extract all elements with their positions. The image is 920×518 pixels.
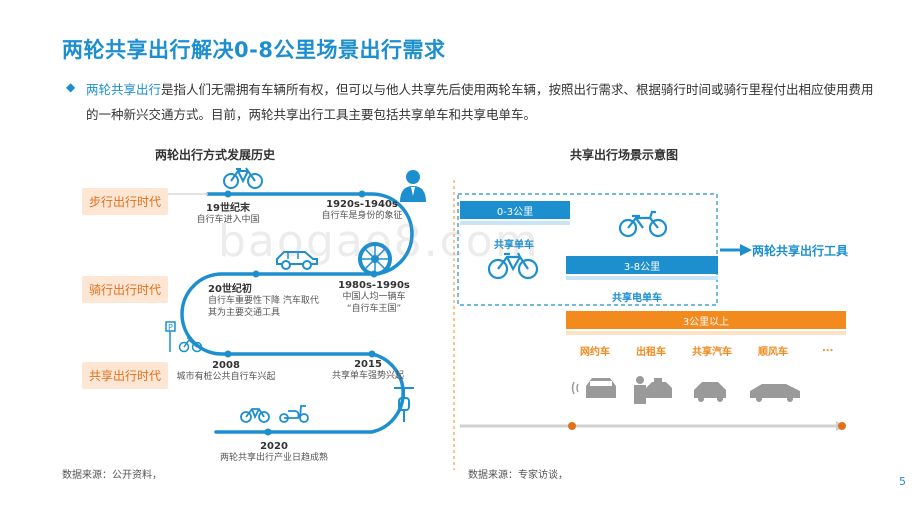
arrow-right-icon <box>720 244 752 256</box>
mode-car-sharing: 共享汽车 <box>692 347 732 358</box>
mode-taxi: 出租车 <box>636 347 666 358</box>
intro-paragraph: 两轮共享出行是指人们无需拥有车辆所有权，但可以与他人共享先后使用两轮车辆，按照出… <box>86 77 876 127</box>
milestone-dot <box>252 270 260 278</box>
businessman-icon <box>400 170 426 202</box>
mode-carpool: 顺风车 <box>758 347 788 358</box>
shared-bike-label: 共享单车 <box>494 240 534 251</box>
bicycle-icon <box>223 167 263 189</box>
shared-bike-icon <box>487 252 539 280</box>
range-bar-0-3km: 0-3公里 <box>460 201 570 219</box>
car-modes-icons <box>571 376 800 404</box>
milestone-dot <box>264 428 272 436</box>
section-divider <box>453 180 455 470</box>
milestone-3: 20世纪初 自行车重要性下降 汽车取代其为主要交通工具 <box>208 284 319 318</box>
conclusion-label: 两轮共享出行工具 <box>752 244 849 258</box>
milestone-5: 2008 城市有桩公共自行车兴起 <box>176 360 276 382</box>
car-icon <box>276 251 318 270</box>
milestone-7: 2020 两轮共享出行产业日趋成熟 <box>219 441 328 463</box>
range-bar-3km-plus: 3公里以上 <box>566 311 846 329</box>
era-sharing: 共享出行时代 <box>82 362 168 389</box>
range-bar-3-8km: 3-8公里 <box>566 256 718 274</box>
era-walking: 步行出行时代 <box>82 188 168 215</box>
svg-text:P: P <box>168 323 173 332</box>
milestone-6: 2015 共享单车强势兴起 <box>331 359 404 381</box>
bike-scooter-icon <box>240 405 309 423</box>
source-right: 数据来源：专家访谈， <box>468 470 568 481</box>
mode-ride-hailing: 网约车 <box>580 347 610 358</box>
milestone-dot <box>368 350 376 358</box>
milestone-dot <box>358 190 366 198</box>
milestone-4: 1980s-1990s 中国人均一辆车 “自行车王国” <box>338 280 410 314</box>
milestone-2: 1920s-1940s 自行车是身份的象征 <box>321 199 403 221</box>
page-number: 5 <box>899 475 906 488</box>
history-subtitle: 两轮出行方式发展历史 <box>155 148 276 162</box>
diamond-bullet-icon: ◆ <box>66 80 76 94</box>
distance-axis <box>460 421 846 431</box>
bike-dock-icon: P <box>165 321 203 353</box>
source-left: 数据来源：公开资料， <box>62 470 162 481</box>
watermark: baogao8.com <box>218 216 540 267</box>
page-title: 两轮共享出行解决0-8公里场景出行需求 <box>62 38 446 62</box>
intro-text: 是指人们无需拥有车辆所有权，但可以与他人共享先后使用两轮车辆，按照出行需求、根据… <box>86 82 874 122</box>
mode-more: ... <box>822 343 834 354</box>
shared-ebike-label: 共享电单车 <box>612 293 662 304</box>
ebike-icon <box>394 387 414 422</box>
range-bar-shadow <box>566 331 846 335</box>
milestone-dot <box>224 350 232 358</box>
range-bar-shadow <box>566 276 718 280</box>
milestone-1: 19世纪末 自行车进入中国 <box>196 203 260 225</box>
scenario-subtitle: 共享出行场景示意图 <box>570 148 679 162</box>
wheel-icon <box>358 242 392 276</box>
shared-ebike-icon <box>618 210 668 238</box>
intro-highlight: 两轮共享出行 <box>86 82 162 97</box>
era-cycling: 骑行出行时代 <box>82 276 168 303</box>
range-bar-shadow <box>460 221 570 225</box>
two-wheel-box <box>457 193 718 306</box>
milestone-dot <box>224 190 232 198</box>
